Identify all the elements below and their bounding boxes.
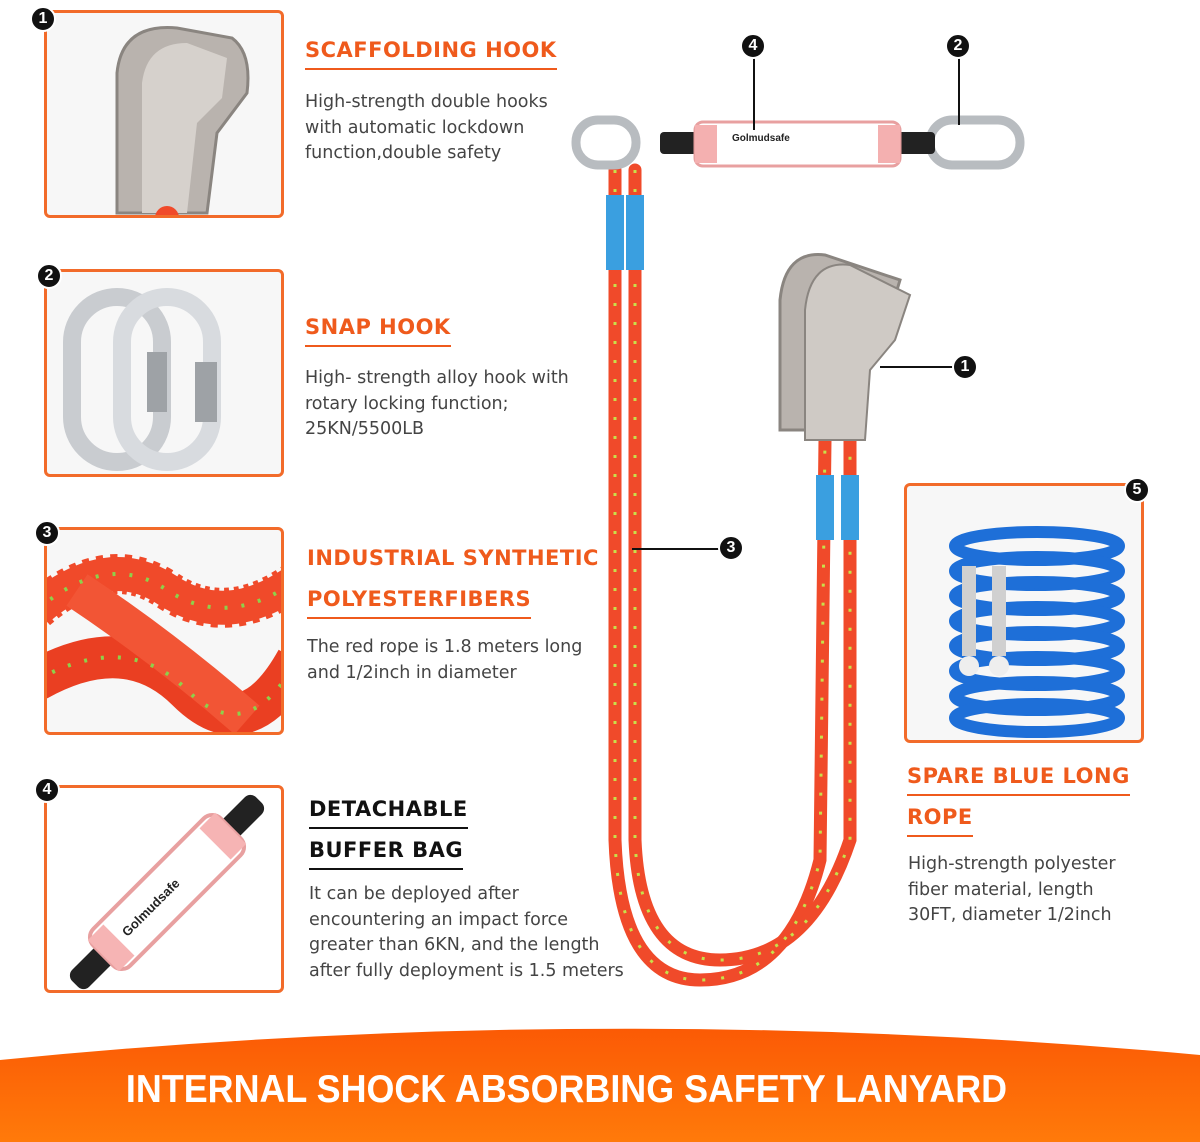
callout-badge-1: 1 bbox=[952, 354, 978, 380]
desc-line: encountering an impact force bbox=[309, 909, 569, 930]
brand-logo-text: Golmudsafe bbox=[732, 133, 790, 144]
callout-badge-3: 3 bbox=[718, 535, 744, 561]
feature-desc-buffer: It can be deployed after encountering an… bbox=[309, 882, 624, 984]
desc-line: High-strength double hooks bbox=[305, 92, 548, 112]
desc-line: It can be deployed after bbox=[309, 884, 519, 904]
leader-line-2 bbox=[958, 50, 960, 125]
desc-line: 25KN/5500LB bbox=[305, 419, 425, 439]
desc-line: 30FT, diameter 1/2inch bbox=[908, 905, 1112, 925]
feature-title-snap-hook: SNAP HOOK bbox=[305, 315, 451, 347]
desc-line: The red rope is 1.8 meters long bbox=[307, 637, 583, 657]
buffer-bag-image: Golmudsafe bbox=[44, 785, 284, 993]
feature-desc-polyester: The red rope is 1.8 meters long and 1/2i… bbox=[307, 635, 582, 686]
number-badge-3: 3 bbox=[34, 520, 60, 546]
feature-desc-scaffolding-hook: High-strength double hooks with automati… bbox=[305, 90, 548, 167]
feature-title-blue-rope-line-1: SPARE BLUE LONG bbox=[907, 764, 1130, 796]
leader-line-4 bbox=[753, 50, 755, 130]
leader-line-1 bbox=[880, 366, 960, 368]
number-badge-1: 1 bbox=[30, 6, 56, 32]
feature-title-buffer-line-2: BUFFER BAG bbox=[309, 838, 464, 870]
banner-title: INTERNAL SHOCK ABSORBING SAFETY LANYARD bbox=[125, 1068, 1008, 1111]
red-rope-image bbox=[44, 527, 284, 735]
desc-line: after fully deployment is 1.5 meters bbox=[309, 960, 624, 981]
feature-title-scaffolding-hook: SCAFFOLDING HOOK bbox=[305, 38, 557, 70]
leader-line-3 bbox=[632, 548, 727, 550]
desc-line: with automatic lockdown bbox=[305, 117, 525, 138]
snap-hook-image bbox=[44, 269, 284, 477]
feature-desc-snap-hook: High- strength alloy hook with rotary lo… bbox=[305, 366, 569, 443]
desc-line: High-strength polyester bbox=[908, 854, 1116, 874]
scaffolding-hook-image bbox=[44, 10, 284, 218]
feature-title-buffer-line-1: DETACHABLE bbox=[309, 797, 468, 829]
number-badge-2: 2 bbox=[36, 263, 62, 289]
desc-line: function,double safety bbox=[305, 143, 502, 163]
desc-line: and 1/2inch in diameter bbox=[307, 662, 517, 683]
callout-badge-4: 4 bbox=[740, 33, 766, 59]
number-badge-4: 4 bbox=[34, 777, 60, 803]
callout-badge-2: 2 bbox=[945, 33, 971, 59]
desc-line: fiber material, length bbox=[908, 879, 1094, 900]
feature-title-polyester-line-2: POLYESTERFIBERS bbox=[307, 587, 532, 619]
feature-desc-blue-rope: High-strength polyester fiber material, … bbox=[908, 852, 1116, 929]
feature-title-blue-rope-line-2: ROPE bbox=[907, 805, 973, 837]
desc-line: rotary locking function; bbox=[305, 393, 509, 414]
desc-line: High- strength alloy hook with bbox=[305, 368, 569, 388]
bottom-banner bbox=[0, 1028, 1200, 1142]
blue-rope-image bbox=[904, 483, 1144, 743]
desc-line: greater than 6KN, and the length bbox=[309, 935, 600, 955]
lanyard-illustration: Golmudsafe bbox=[571, 115, 1025, 987]
number-badge-5: 5 bbox=[1124, 477, 1150, 503]
feature-title-polyester-line-1: INDUSTRIAL SYNTHETIC bbox=[307, 546, 599, 570]
